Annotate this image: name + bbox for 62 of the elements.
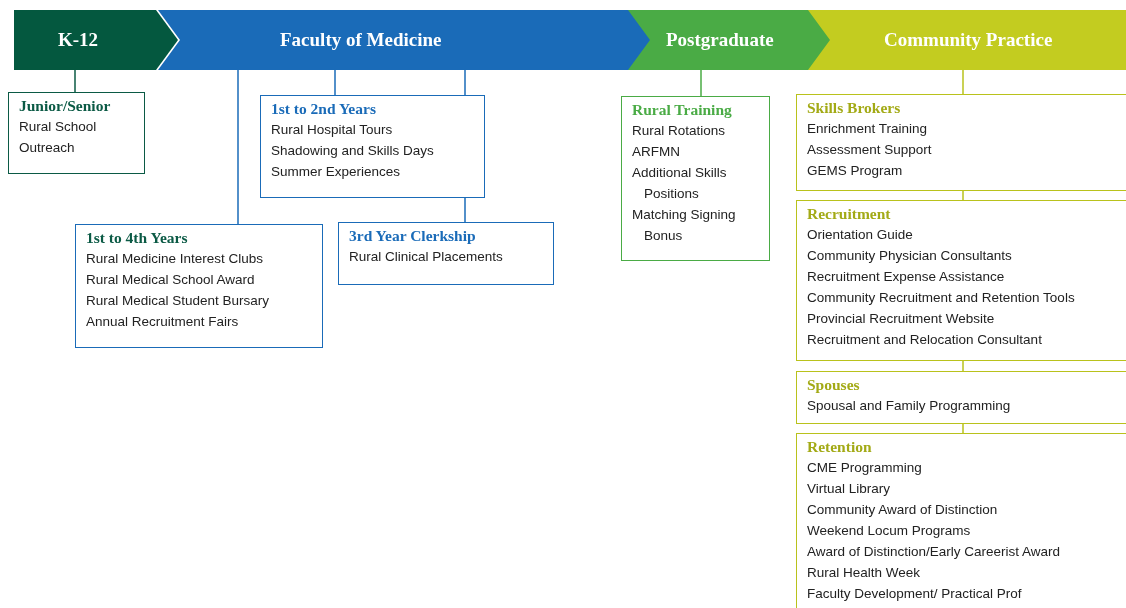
stage-label: Community Practice [884, 29, 1053, 51]
program-box [796, 200, 1126, 361]
stage-label: K-12 [58, 29, 99, 51]
program-item: Matching Signing Bonus [632, 206, 737, 245]
connector-line [464, 197, 466, 223]
program-item: Provincial Recruitment Website [807, 310, 995, 328]
program-box [796, 371, 1126, 424]
program-box [796, 433, 1126, 608]
box-heading: Rural Training [632, 100, 732, 120]
connector-line [464, 69, 466, 96]
program-item: Recruitment Expense Assistance [807, 268, 1005, 286]
program-box [621, 96, 770, 261]
program-item: CME Programming [807, 459, 922, 477]
program-item: Community Award of Distinction [807, 501, 998, 519]
program-item: Rural Rotations [632, 122, 726, 140]
program-item: Rural Medicine Interest Clubs [86, 250, 264, 268]
box-heading: 1st to 2nd Years [271, 99, 376, 119]
program-item: Community Recruitment and Retention Tools [807, 289, 1075, 307]
box-heading: 1st to 4th Years [86, 228, 188, 248]
program-item: Rural Health Week [807, 564, 921, 582]
program-box [260, 95, 485, 198]
connector-line [962, 190, 964, 201]
program-item: Orientation Guide [807, 226, 913, 244]
program-item: Assessment Support [807, 141, 932, 159]
connector-line [334, 69, 336, 96]
box-heading: Junior/Senior [19, 96, 111, 116]
connector-line [74, 69, 76, 93]
connector-line [962, 360, 964, 372]
program-item: Rural Hospital Tours [271, 121, 393, 139]
box-heading: Recruitment [807, 204, 891, 224]
program-item: Enrichment Training [807, 120, 928, 138]
box-heading: Retention [807, 437, 872, 457]
program-item: Rural Medical Student Bursary [86, 292, 270, 310]
program-item: Award of Distinction/Early Careerist Award [807, 543, 1061, 561]
program-item: Rural School Outreach [19, 118, 98, 157]
program-item: Shadowing and Skills Days [271, 142, 434, 160]
program-box [796, 94, 1126, 191]
program-box [75, 224, 323, 348]
program-box [8, 92, 145, 174]
program-item: Rural Clinical Placements [349, 248, 503, 266]
program-item: Community Physician Consultants [807, 247, 1012, 265]
stage-label: Postgraduate [666, 29, 774, 51]
program-item: Spousal and Family Programming [807, 397, 1011, 415]
box-heading: Skills Brokers [807, 98, 901, 118]
program-item: Rural Medical School Award [86, 271, 255, 289]
program-box [338, 222, 554, 285]
program-item: Summer Experiences [271, 163, 401, 181]
program-item: Virtual Library [807, 480, 891, 498]
stage-label: Faculty of Medicine [280, 29, 442, 51]
connector-line [700, 69, 702, 97]
program-item: Faculty Development/ Practical Prof [807, 585, 1022, 603]
program-item: Additional Skills Positions [632, 164, 728, 203]
program-item: ARFMN [632, 143, 680, 161]
box-heading: 3rd Year Clerkship [349, 226, 476, 246]
program-item: Annual Recruitment Fairs [86, 313, 239, 331]
program-item: Weekend Locum Programs [807, 522, 971, 540]
connector-line [962, 69, 964, 95]
connector-line [962, 423, 964, 434]
program-item: GEMS Program [807, 162, 903, 180]
connector-line [237, 69, 239, 225]
box-heading: Spouses [807, 375, 860, 395]
program-item: Recruitment and Relocation Consultant [807, 331, 1042, 349]
